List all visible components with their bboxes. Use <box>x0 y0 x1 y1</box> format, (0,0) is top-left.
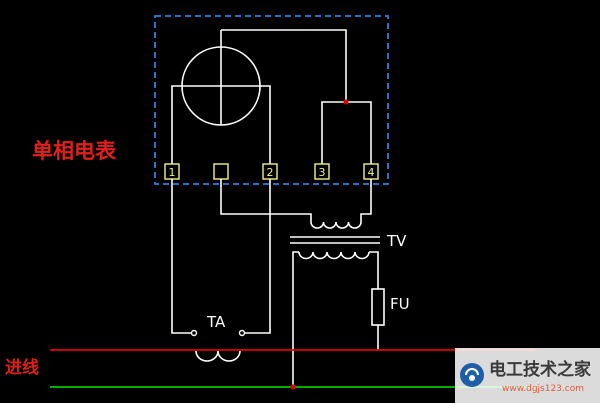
tv-label: TV <box>386 232 407 250</box>
terminal-block: 1 2 3 4 <box>164 163 379 180</box>
neutral-junction-dot <box>290 384 296 390</box>
tv-secondary-coil <box>298 251 370 260</box>
fuse: FU <box>371 288 410 326</box>
terminal-blank <box>213 163 229 180</box>
terminal-2: 2 <box>262 163 278 180</box>
ta-terminal-right <box>238 329 246 337</box>
terminal-4-label: 4 <box>368 166 375 179</box>
junction-dot <box>343 99 349 105</box>
voltage-transformer: TV <box>290 221 407 260</box>
terminal-3-label: 3 <box>319 166 326 179</box>
meter-enclosure <box>154 15 389 185</box>
incoming-line-label: 进线 <box>5 357 39 378</box>
terminal-1-label: 1 <box>169 166 176 179</box>
terminal-3: 3 <box>314 163 330 180</box>
fuse-body <box>371 288 385 326</box>
ta-terminal-left <box>190 329 198 337</box>
ta-label: TA <box>206 313 226 331</box>
tv-primary-coil <box>310 221 362 229</box>
meter-internal-wiring <box>171 29 372 164</box>
fu-label: FU <box>390 295 410 313</box>
meter-dial <box>181 46 261 126</box>
terminal-2-label: 2 <box>267 166 274 179</box>
watermark-title: 电工技术之家 <box>489 359 591 380</box>
ta-coil <box>195 350 241 362</box>
terminal-4: 4 <box>363 163 379 180</box>
external-wiring <box>171 179 379 387</box>
watermark-url: www.dgjs123.com <box>502 384 584 394</box>
meter-title: 单相电表 <box>32 139 117 163</box>
watermark: 电工技术之家 www.dgjs123.com <box>455 348 600 403</box>
terminal-1: 1 <box>164 163 180 180</box>
watermark-logo-icon <box>460 363 484 387</box>
current-transformer: TA <box>190 313 246 362</box>
